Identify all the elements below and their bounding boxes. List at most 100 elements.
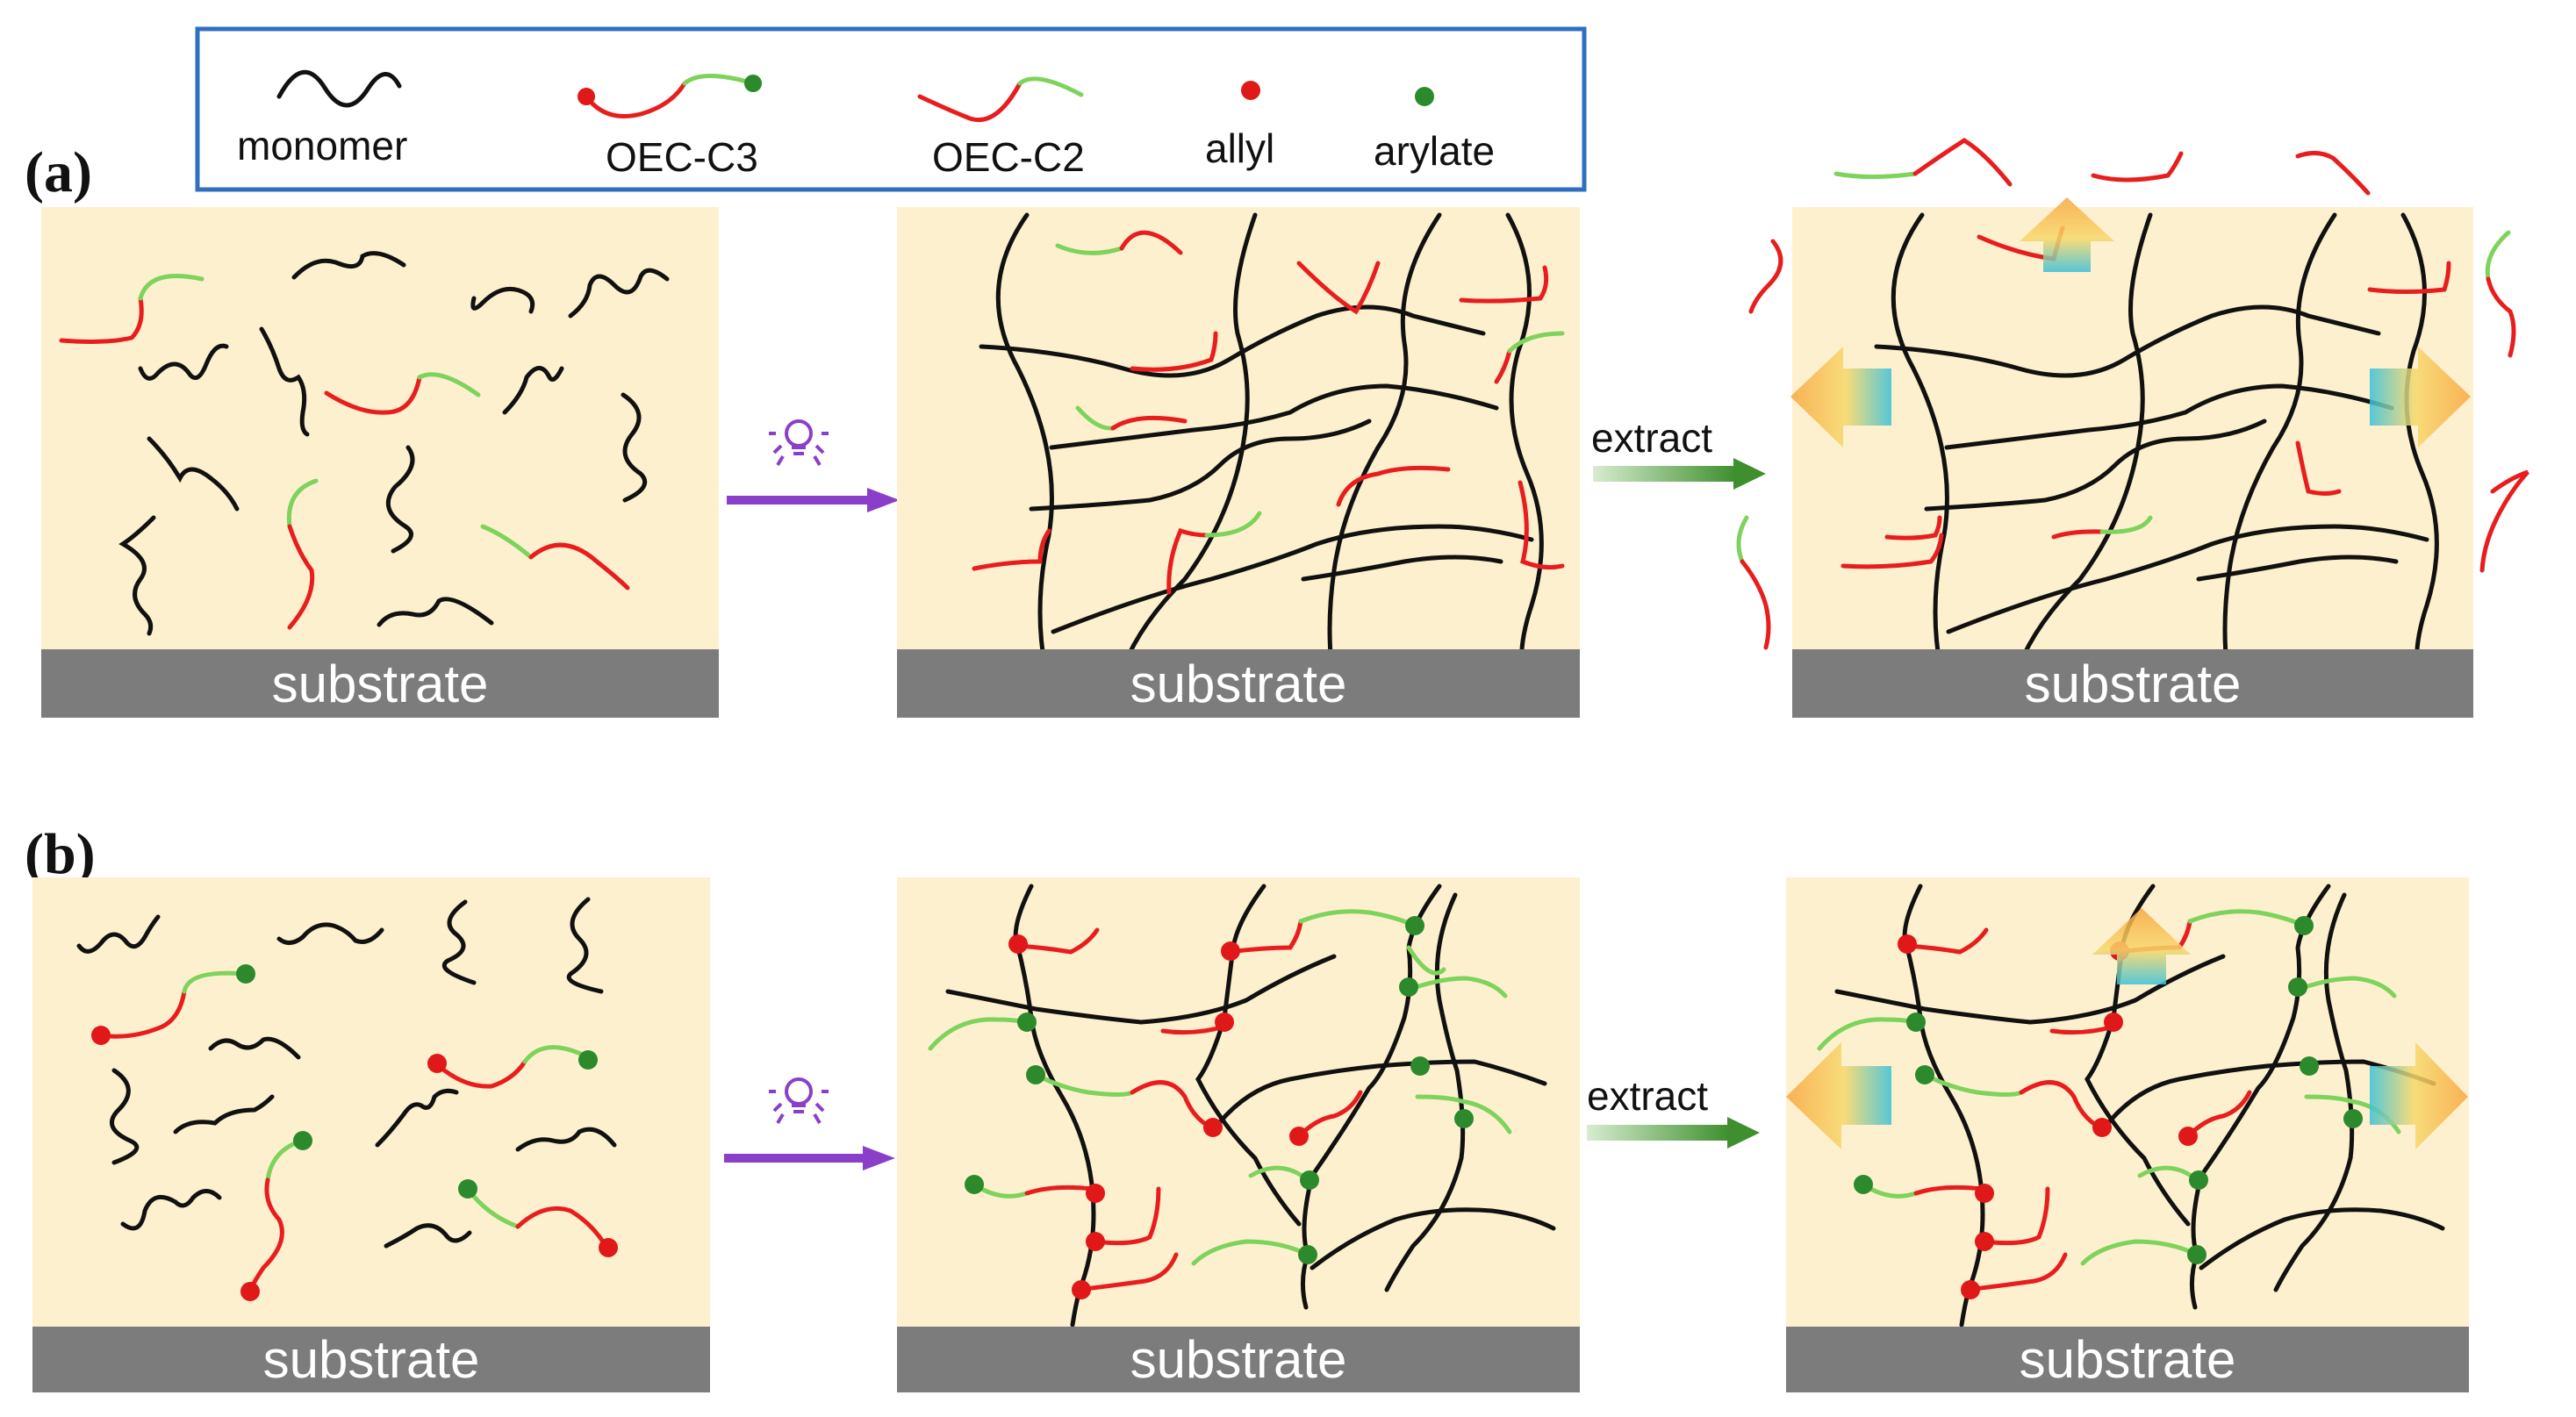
extraction-arrow-head: [1727, 1117, 1760, 1149]
oec-c2-arylate-segment: [286, 478, 319, 529]
oec-c3-arylate-segment: [1298, 909, 1417, 928]
network-chain: [1310, 1207, 1556, 1270]
network-chain: [945, 954, 1337, 1025]
process-arrow-head: [863, 1146, 895, 1170]
legend-arylate-dot: [1415, 87, 1434, 106]
monomer: [276, 922, 384, 945]
extract-label: extract: [1587, 1073, 1708, 1119]
monomer: [375, 1088, 459, 1148]
legend-arylate-label: arylate: [1374, 128, 1495, 174]
arylate-dot: [1410, 1056, 1430, 1076]
network-chain: [1301, 555, 1503, 582]
arylate-dot: [2288, 977, 2307, 997]
oec-c2-allyl-segment: [1459, 265, 1549, 304]
process-arrow-head: [867, 488, 900, 512]
oec-c2-allyl-segment: [1119, 230, 1183, 255]
oec-c3-allyl-segment: [515, 1206, 608, 1249]
oec-c2-allyl-segment: [1130, 331, 1218, 372]
row-b-label: (b): [25, 822, 96, 886]
monomer: [377, 597, 494, 627]
allyl-dot: [2092, 1118, 2112, 1137]
network-chain: [1384, 892, 1466, 1292]
extraction-arrow-icon: [1593, 466, 1735, 482]
panel-b2-background: [897, 877, 1580, 1391]
extraction-out-arrow-icon: [1790, 347, 1891, 447]
legend-oec-c2-arylate-segment: [1017, 76, 1084, 97]
oec-c3-allyl-segment: [1296, 1090, 1363, 1139]
oec-c3-allyl-segment: [1024, 1184, 1095, 1196]
monomer: [138, 343, 229, 381]
oec-c3-allyl-segment: [1982, 1186, 2050, 1246]
oec-c2-allyl-segment: [1296, 261, 1381, 315]
monomer: [259, 326, 310, 437]
allyl-dot: [1203, 1118, 1223, 1137]
extract-label: extract: [1591, 415, 1712, 461]
arylate-dot: [1454, 1109, 1474, 1128]
extraction-arrow-icon: [1587, 1125, 1729, 1141]
oec-c2-allyl-segment: [528, 542, 630, 590]
allyl-dot: [1008, 934, 1028, 954]
network-chain: [2016, 212, 2153, 669]
monomer: [566, 897, 604, 994]
extraction-out-arrow-icon: [1786, 1042, 1891, 1149]
network-chain: [1891, 212, 1949, 687]
legend-oec-c2-label: OEC-C2: [932, 134, 1085, 180]
substrate-label: substrate: [272, 655, 489, 713]
legend-oec-c3-arylate-dot: [744, 75, 762, 92]
light-arrow-a: [727, 419, 900, 512]
allyl-dot: [1961, 1280, 1980, 1299]
oec-c2-arylate-segment: [138, 274, 205, 301]
arylate-dot: [1300, 1170, 1319, 1190]
arylate-dot: [1399, 977, 1418, 997]
monomer: [147, 436, 240, 512]
arylate-dot: [1026, 1065, 1045, 1084]
network-chain: [1327, 212, 1442, 687]
oec-c3-allyl-segment: [1093, 1186, 1161, 1246]
network-chain: [1051, 524, 1534, 634]
allyl-dot: [1975, 1184, 1994, 1203]
network-chain: [1049, 383, 1499, 450]
network-chain: [2273, 892, 2355, 1292]
network-chain: [2196, 555, 2399, 582]
substrate: [1792, 649, 2473, 718]
light-arrow-b: [724, 1077, 895, 1170]
arylate-dot: [293, 1131, 312, 1150]
monomer: [384, 1223, 472, 1249]
monomer: [173, 1094, 275, 1134]
allyl-dot: [240, 1282, 260, 1301]
substrate-label: substrate: [263, 1330, 480, 1389]
arylate-dot: [1017, 1013, 1037, 1032]
monomer: [109, 1068, 140, 1165]
oec-c3-arylate-segment: [1406, 976, 1508, 998]
extract-arrow-a: extract: [1591, 415, 1766, 490]
oec-c3-allyl-segment: [1015, 927, 1100, 955]
oec-c3-arylate-segment: [2187, 909, 2307, 928]
legend: monomer OEC-C3 OEC-C2 allyl arylate: [195, 26, 1587, 192]
oec-c2-arylate-segment: [2485, 230, 2511, 282]
network-chain: [2400, 212, 2439, 691]
oec-c2-arylate-segment: [1507, 331, 1565, 354]
monomer: [502, 366, 564, 415]
arylate-dot: [236, 964, 255, 984]
substrate: [897, 649, 1580, 718]
arylate-dot: [2343, 1109, 2363, 1128]
network-chain: [979, 304, 1486, 378]
oec-c2-allyl-segment: [1166, 527, 1209, 595]
allyl-dot: [1086, 1232, 1105, 1251]
allyl-dot: [1072, 1280, 1091, 1299]
panel-b1-background: [32, 877, 710, 1391]
oec-c3-allyl-segment: [436, 1059, 527, 1089]
network-chain: [2199, 1207, 2445, 1270]
panel-a1: substrate: [41, 207, 719, 718]
oec-c3-arylate-segment: [1922, 1072, 2024, 1097]
legend-oec-c3-label: OEC-C3: [606, 134, 758, 180]
light-bulb-icon: [767, 1077, 830, 1125]
monomer: [621, 392, 647, 503]
oec-c3-arylate-segment: [1033, 1072, 1135, 1097]
network-chain: [1946, 524, 2429, 634]
oec-c2-arylate-segment: [1075, 405, 1116, 431]
panel-b3: substrate: [1786, 877, 2469, 1392]
arylate-dot: [578, 1050, 598, 1070]
substrate: [32, 1327, 710, 1392]
monomer: [470, 286, 535, 314]
